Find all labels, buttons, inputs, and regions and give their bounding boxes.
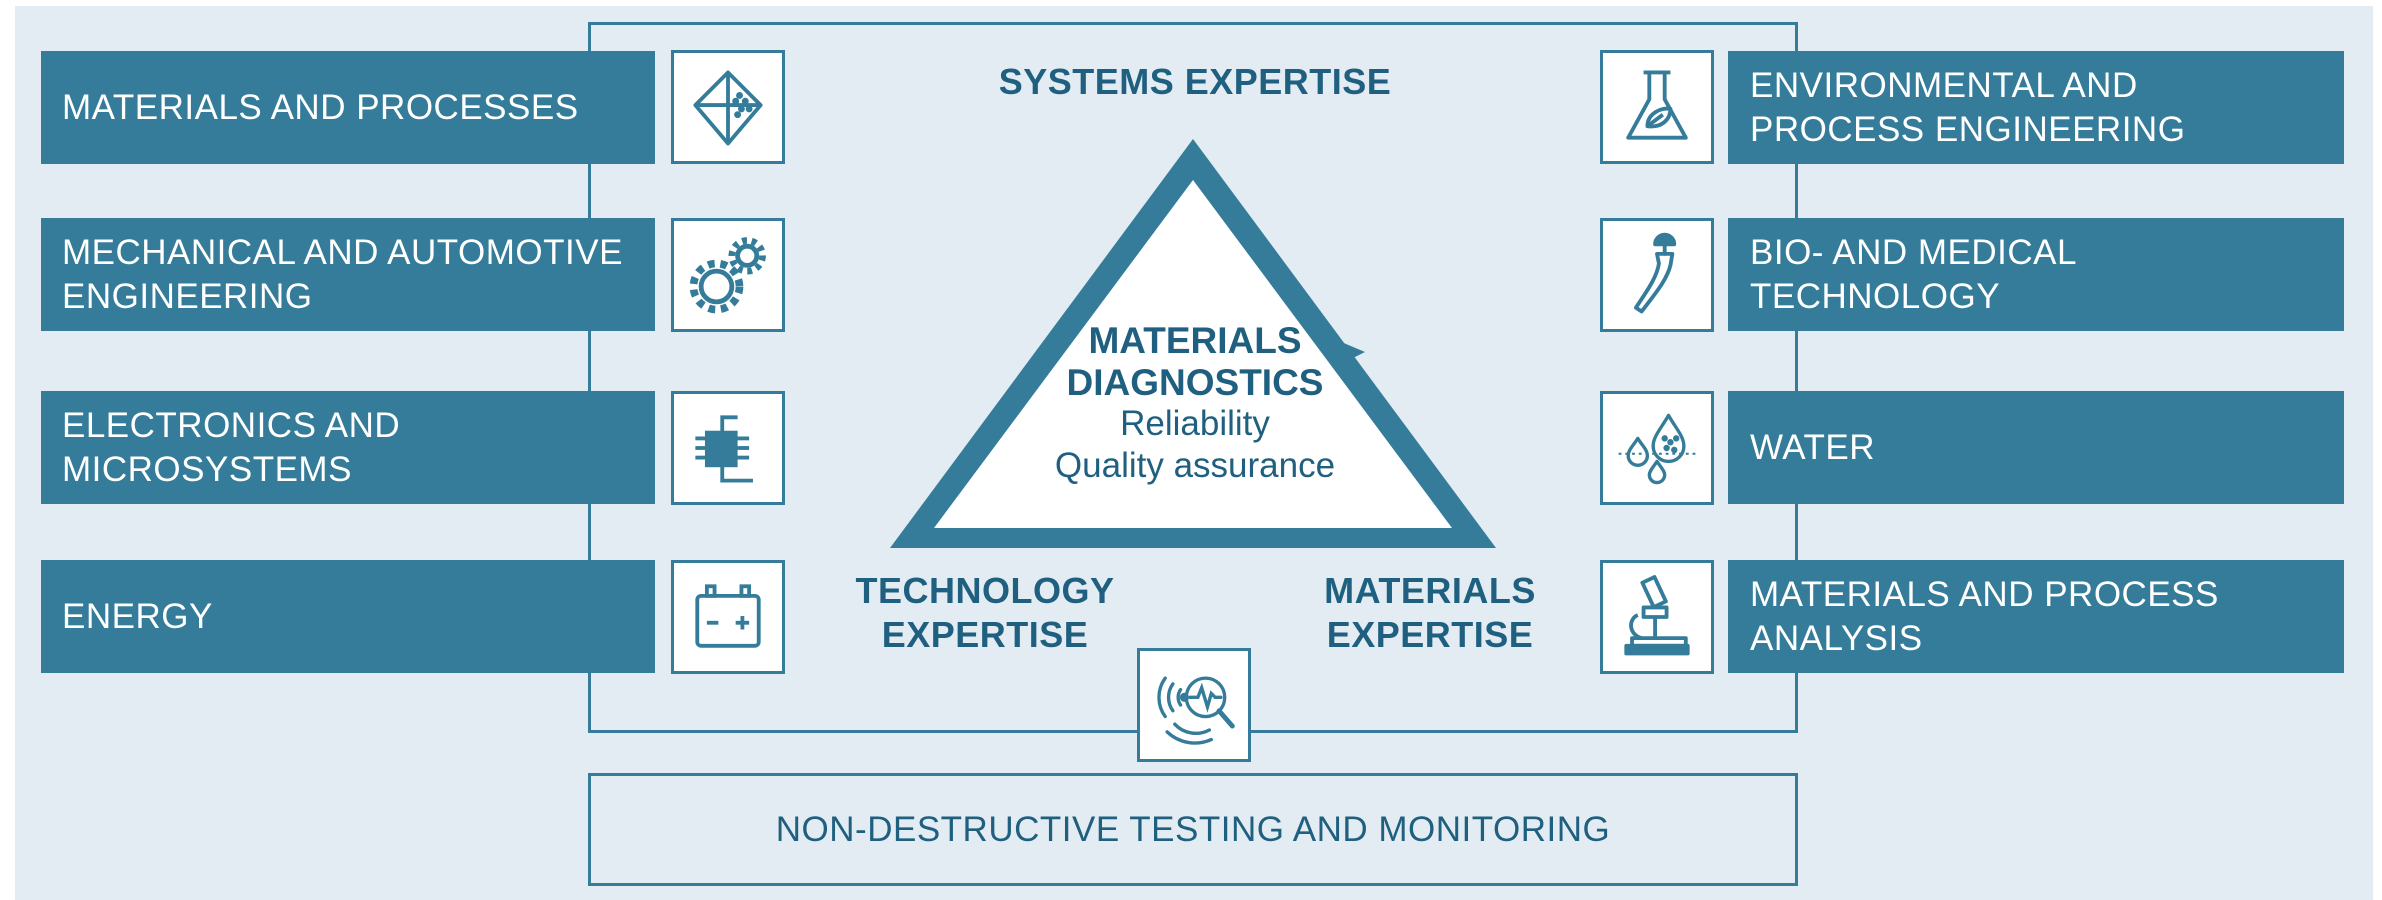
field-label: ENERGY [62,596,213,636]
field-label: PROCESS ENGINEERING [1750,109,2186,149]
flask-leaf-icon [1626,70,1688,140]
field-label: ELECTRONICS AND [62,405,401,445]
ndt-label: NON-DESTRUCTIVE TESTING AND MONITORING [775,809,1611,849]
field-label: BIO- AND MEDICAL [1750,232,2077,272]
materials-diagnostics-title: MATERIALS DIAGNOSTICS [1000,320,1390,404]
water-drops-icon-box [1600,391,1714,505]
field-label: MECHANICAL AND AUTOMOTIVE [62,232,623,272]
circuit-icon [695,415,753,483]
materials-expertise-line: EXPERTISE [1326,614,1534,655]
field-materials-processes: MATERIALS AND PROCESSES [41,51,655,164]
technology-expertise-label: TECHNOLOGY EXPERTISE [840,569,1130,657]
systems-expertise-text: SYSTEMS EXPERTISE [998,61,1392,102]
field-label: TECHNOLOGY [1750,276,2001,316]
ndt-box: NON-DESTRUCTIVE TESTING AND MONITORING [588,773,1798,886]
flask-leaf-icon-box [1600,50,1714,164]
sensor-inspection-icon-box [1137,648,1251,762]
field-label: MATERIALS AND PROCESS [1750,574,2219,614]
materials-diagnostics-subtitle: Reliability Quality assurance [1000,403,1390,487]
microscope-icon-box [1600,560,1714,674]
materials-expertise-label: MATERIALS EXPERTISE [1290,569,1570,657]
crystal-icon-box [671,50,785,164]
field-label: ENGINEERING [62,276,313,316]
field-label: ANALYSIS [1750,618,1923,658]
hip-implant-icon-box [1600,218,1714,332]
microscope-icon [1624,575,1690,656]
field-label: ENVIRONMENTAL AND [1750,65,2138,105]
crystal-icon [693,70,763,146]
battery-icon-box [671,560,785,674]
technology-expertise-line: EXPERTISE [881,614,1089,655]
materials-expertise-line: MATERIALS [1324,570,1536,611]
field-energy: ENERGY [41,560,655,673]
gears-icon-box [671,218,785,332]
water-drops-icon [1618,413,1696,485]
center-subtitle-line: Reliability [1120,404,1270,443]
center-title-line: DIAGNOSTICS [1066,362,1324,403]
field-label: WATER [1750,427,1875,467]
sensor-inspection-icon [1157,676,1235,745]
circuit-icon-box [671,391,785,505]
gears-icon [689,237,766,314]
center-subtitle-line: Quality assurance [1054,446,1336,485]
field-water: WATER [1728,391,2344,504]
field-label: MICROSYSTEMS [62,449,352,489]
field-label: MATERIALS AND PROCESSES [62,87,579,127]
systems-expertise-label: SYSTEMS EXPERTISE [960,60,1430,104]
center-title-line: MATERIALS [1088,320,1302,361]
hip-implant-icon [1633,232,1677,314]
technology-expertise-line: TECHNOLOGY [855,570,1115,611]
battery-icon [695,584,761,648]
